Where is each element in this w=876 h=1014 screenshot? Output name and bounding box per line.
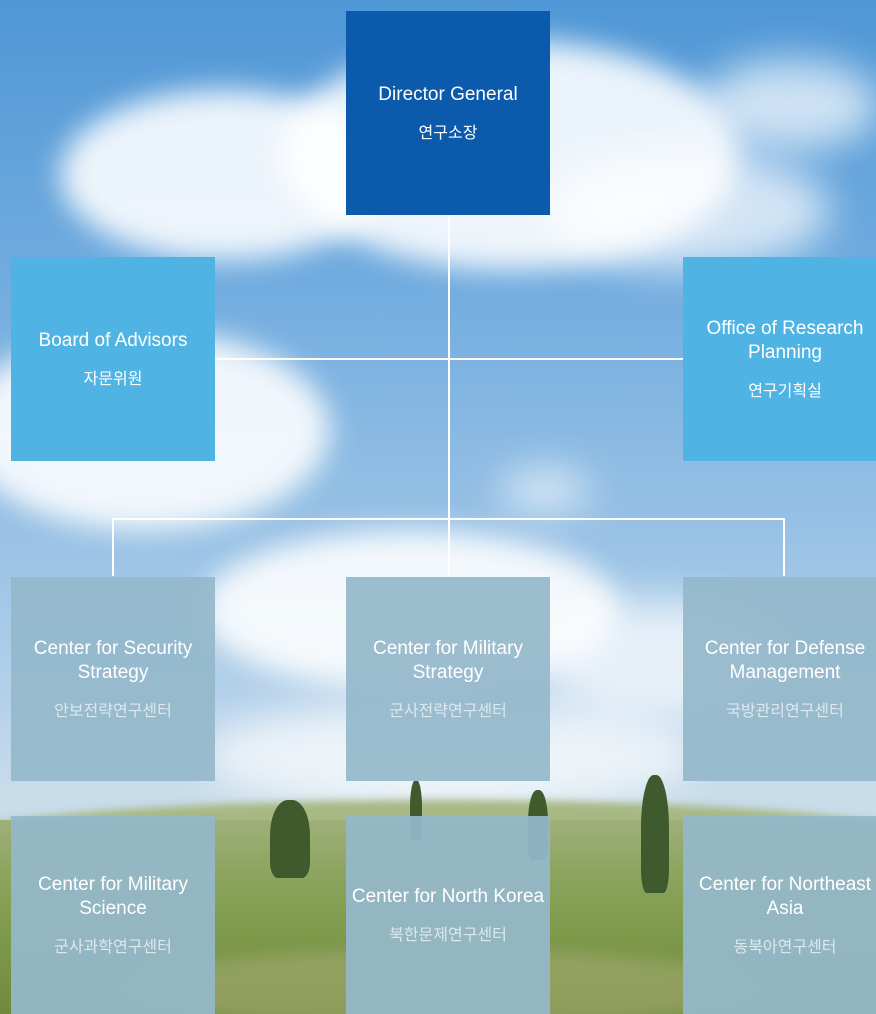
center-security-strategy-box: Center for Security Strategy 안보전략연구센터 <box>11 577 215 781</box>
center-north-korea-box: Center for North Korea 북한문제연구센터 <box>346 816 550 1014</box>
tree <box>270 800 310 878</box>
board-of-advisors-box: Board of Advisors 자문위원 <box>11 257 215 461</box>
center-northeast-asia-box: Center for Northeast Asia 동북아연구센터 <box>683 816 876 1014</box>
center-defense-management-label: Center for Defense Management <box>704 638 866 683</box>
tree <box>641 775 669 893</box>
research-planning-label: Office of Research Planning <box>706 318 864 363</box>
center-military-strategy-label: Center for Military Strategy <box>373 638 523 683</box>
connector-line <box>783 518 785 576</box>
cloud <box>700 60 876 150</box>
center-northeast-asia-label: Center for Northeast Asia <box>698 874 872 919</box>
center-defense-management-box: Center for Defense Management 국방관리연구센터 <box>683 577 876 781</box>
research-planning-korean-label: 연구기획실 <box>748 381 822 400</box>
research-planning-box: Office of Research Planning 연구기획실 <box>683 257 876 461</box>
board-of-advisors-korean-label: 자문위원 <box>83 369 143 388</box>
center-military-strategy-korean-label: 군사전략연구센터 <box>389 701 507 720</box>
director-general-label: Director General <box>378 84 518 105</box>
director-general-korean-label: 연구소장 <box>418 123 478 142</box>
center-military-science-korean-label: 군사과학연구센터 <box>54 937 172 956</box>
center-defense-management-korean-label: 국방관리연구센터 <box>726 701 844 720</box>
director-general-box: Director General 연구소장 <box>346 11 550 215</box>
cloud <box>500 470 590 510</box>
cloud <box>540 150 830 270</box>
connector-line <box>112 518 785 520</box>
center-military-science-label: Center for Military Science <box>38 874 188 919</box>
center-military-strategy-box: Center for Military Strategy 군사전략연구센터 <box>346 577 550 781</box>
connector-line <box>448 214 450 576</box>
center-north-korea-korean-label: 북한문제연구센터 <box>389 925 507 944</box>
board-of-advisors-label: Board of Advisors <box>38 330 188 351</box>
center-security-strategy-label: Center for Security Strategy <box>33 638 193 683</box>
center-military-science-box: Center for Military Science 군사과학연구센터 <box>11 816 215 1014</box>
center-security-strategy-korean-label: 안보전략연구센터 <box>54 701 172 720</box>
center-north-korea-label: Center for North Korea <box>351 886 545 907</box>
connector-line <box>112 518 114 576</box>
center-northeast-asia-korean-label: 동북아연구센터 <box>733 937 837 956</box>
connector-line <box>214 358 683 360</box>
